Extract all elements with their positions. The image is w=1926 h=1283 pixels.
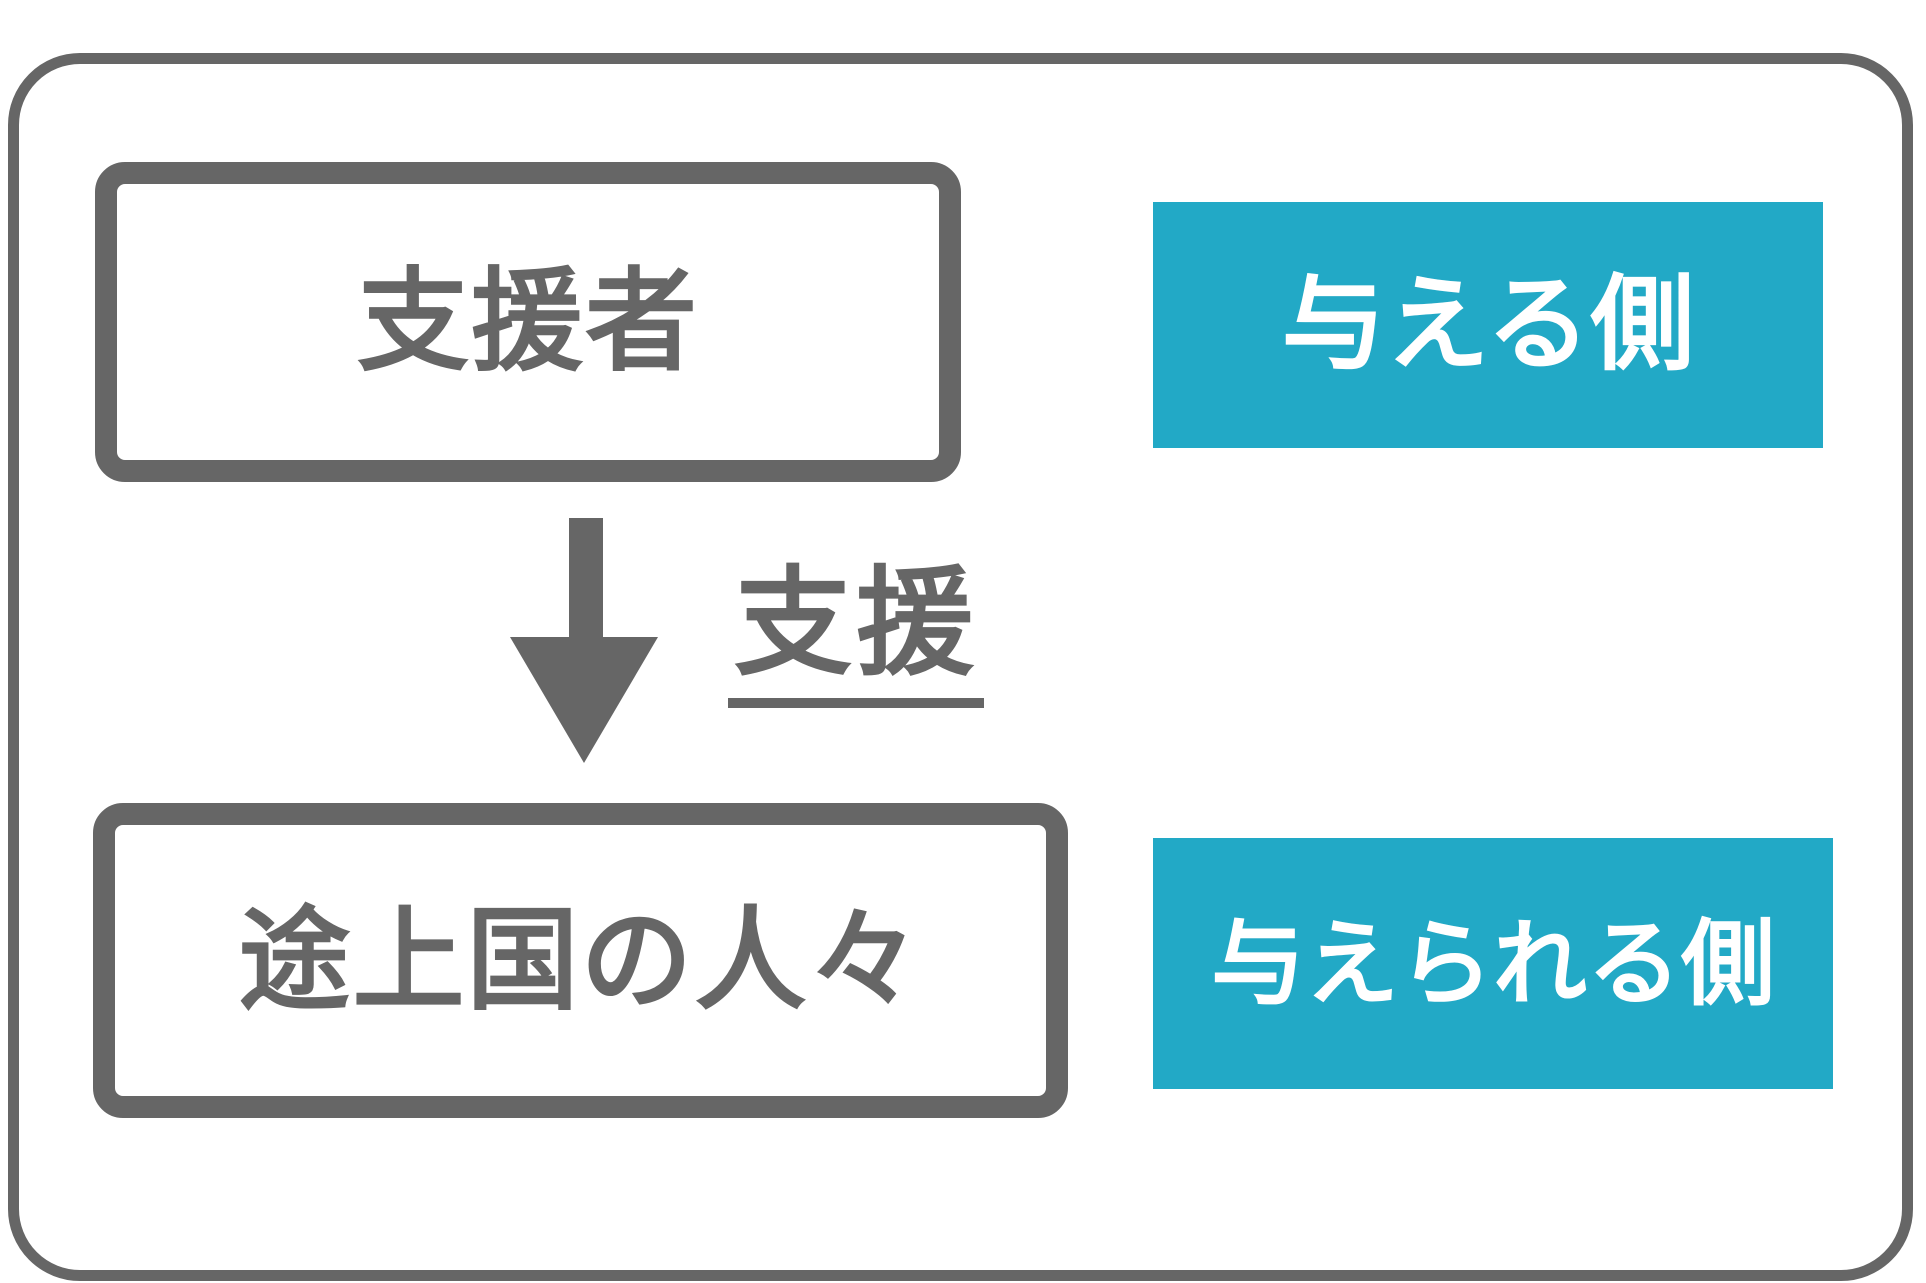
down-arrow-head-icon (510, 637, 658, 763)
giver-tag: 与える側 (1153, 202, 1823, 448)
giver-tag-label: 与える側 (1281, 267, 1695, 383)
down-arrow-icon (569, 518, 603, 640)
supporter-box: 支援者 (95, 162, 961, 482)
arrow-label: 支援 (728, 558, 985, 709)
receiver-tag-label: 与えられる側 (1210, 910, 1775, 1016)
supporter-box-label: 支援者 (357, 259, 699, 384)
receiver-tag: 与えられる側 (1153, 838, 1833, 1089)
recipient-box: 途上国の人々 (93, 803, 1068, 1118)
recipient-box-label: 途上国の人々 (238, 897, 923, 1023)
